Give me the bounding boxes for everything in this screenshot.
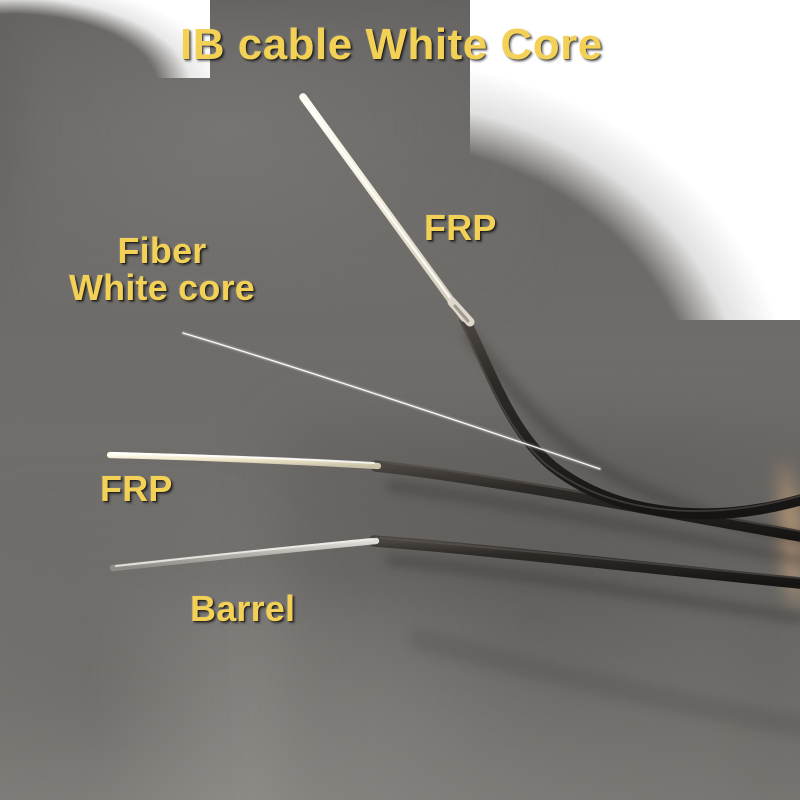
frp-rod-lower	[106, 451, 382, 470]
fiber-annotation-line2: White core	[68, 267, 256, 309]
cable-jacket-middle	[370, 460, 800, 542]
barrel-annotation: Barrel	[190, 588, 296, 629]
fiber-strand	[181, 331, 602, 471]
cable-jacket-upper	[459, 314, 800, 520]
frp-lower-annotation: FRP	[100, 468, 173, 509]
cable-shadows	[386, 329, 800, 737]
fiber-annotation-line1: Fiber	[117, 230, 207, 271]
frp-upper-annotation: FRP	[424, 207, 497, 248]
title-annotation: IB cable White Core	[180, 20, 603, 69]
barrel-rod	[109, 537, 380, 572]
frp-rod-upper	[299, 93, 475, 327]
cable-jacket-lower	[368, 535, 800, 589]
